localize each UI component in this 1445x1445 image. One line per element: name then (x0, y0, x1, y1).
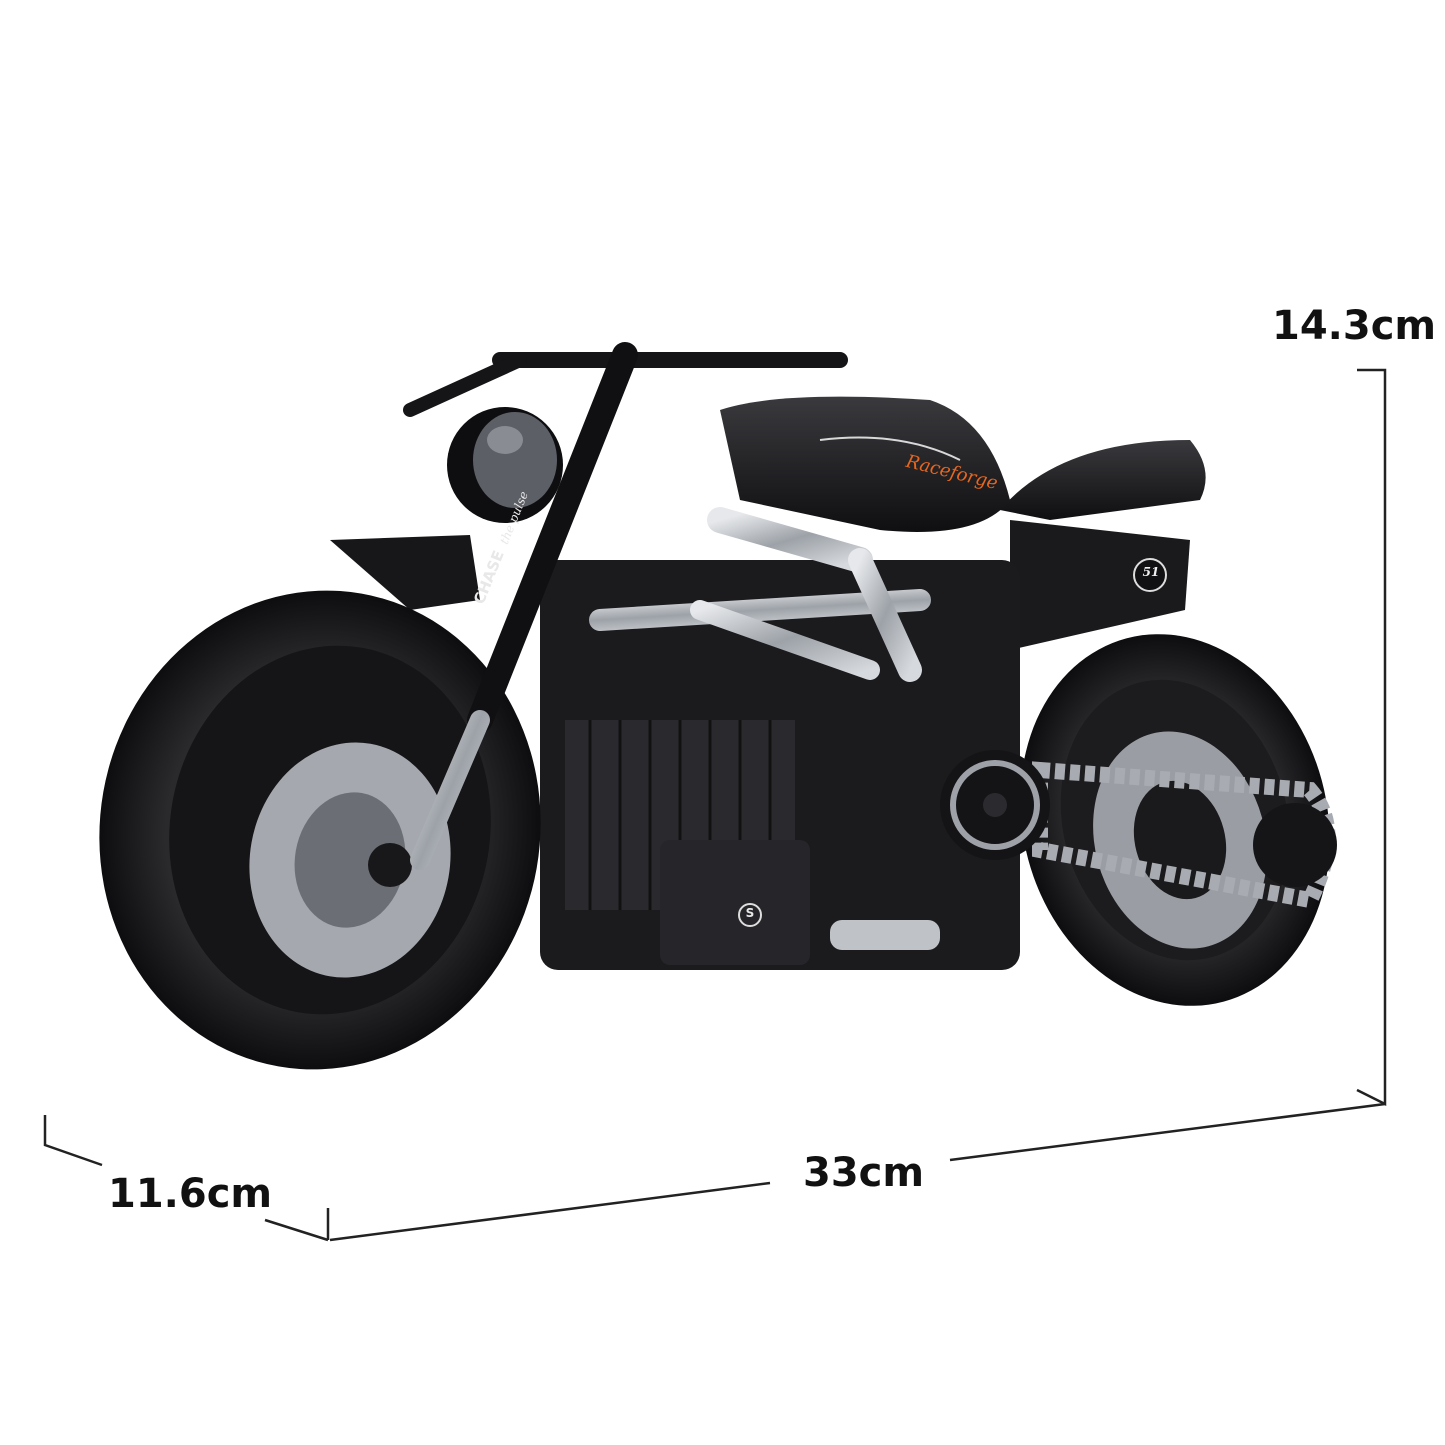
chrome-frame (589, 507, 931, 682)
dimension-lines (43, 368, 1387, 1242)
height-dimension-line (1356, 368, 1387, 1107)
length-dimension-label: 33cm (803, 1150, 925, 1196)
side-number-decal: 51 (1142, 565, 1160, 579)
handlebars (403, 352, 848, 417)
fuel-tank (720, 396, 1010, 532)
engine-block (540, 560, 1020, 970)
width-dimension-line-bottom (264, 1218, 329, 1242)
height-dimension-label: 14.3cm (1272, 303, 1437, 349)
exhaust (830, 920, 940, 950)
length-dimension-line-left (329, 1181, 771, 1242)
front-wheel (99, 590, 541, 1070)
sprocket-cover (940, 750, 1050, 860)
engine-badge-decal: S (745, 906, 755, 920)
tail-section (1000, 440, 1206, 650)
front-fender (330, 535, 480, 610)
width-dimension-label: 11.6cm (108, 1171, 273, 1217)
length-dimension-line-right (949, 1102, 1386, 1162)
drive-chain (1032, 761, 1337, 909)
headlight (447, 407, 563, 523)
front-fork (410, 342, 638, 870)
width-dimension-line-top (43, 1115, 103, 1167)
